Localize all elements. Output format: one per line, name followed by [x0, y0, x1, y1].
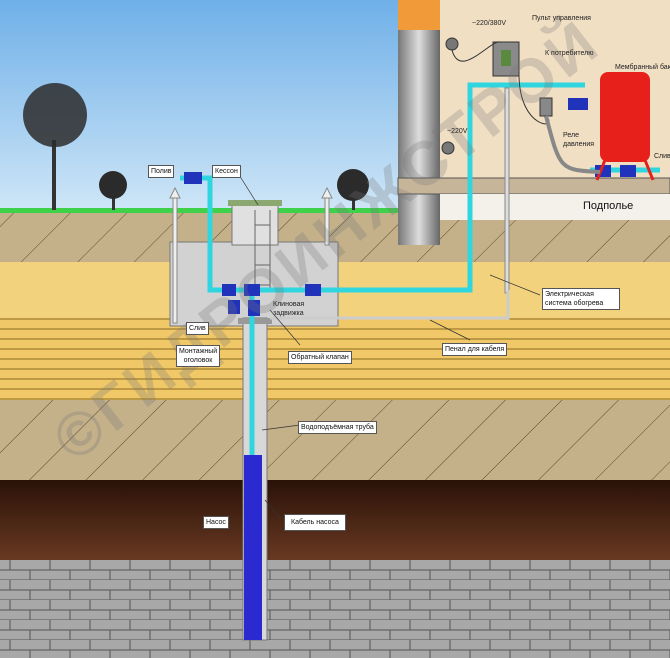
label-drain-house: Слив [654, 153, 670, 160]
label-membrane-tank: Мембранный бак [615, 64, 670, 71]
tree-icon [337, 169, 369, 210]
label-riser-pipe: Водоподъёмная труба [298, 421, 377, 434]
tree-icon [99, 171, 127, 210]
underfloor-space [440, 194, 670, 220]
loam-layer [0, 400, 670, 480]
label-irrigation: Полив [148, 165, 175, 178]
label-gate-valve: Клиновая задвижка [273, 301, 305, 317]
tree-icon [23, 83, 87, 210]
socket-icon [445, 37, 459, 51]
label-check-valve: Обратный клапан [288, 351, 352, 364]
label-pressure-relay: Реле давления [563, 132, 595, 148]
label-power-main: ~220/380V [472, 20, 507, 27]
label-underfloor: Подполье [583, 200, 634, 212]
ladder [254, 210, 271, 292]
label-heating-system: Электрическая система обогрева [542, 288, 620, 310]
label-pump-cable: Кабель насоса [284, 514, 346, 531]
caisson-lid [228, 200, 282, 206]
label-power-220: ~220V [447, 128, 468, 135]
vent-pipes [169, 186, 333, 324]
cable-duct [270, 290, 510, 320]
socket-icon [441, 141, 455, 155]
label-pump: Насос [203, 516, 229, 529]
house-foundation [398, 30, 440, 245]
house-wall-top [398, 0, 440, 30]
pump-body [244, 455, 262, 640]
grass [0, 208, 400, 214]
well-head [238, 318, 272, 324]
membrane-tank [600, 72, 650, 162]
label-drain-caisson: Слив [186, 322, 209, 335]
label-well-head: Монтажный оголовок [176, 345, 220, 367]
label-cable-duct: Пенал для кабеля [442, 343, 508, 356]
label-control-panel: Пульт управления [532, 15, 591, 22]
aquifer-brick-layer [0, 560, 670, 658]
label-to-consumer: К потребителю [545, 50, 594, 57]
label-caisson: Кессон [212, 165, 241, 178]
